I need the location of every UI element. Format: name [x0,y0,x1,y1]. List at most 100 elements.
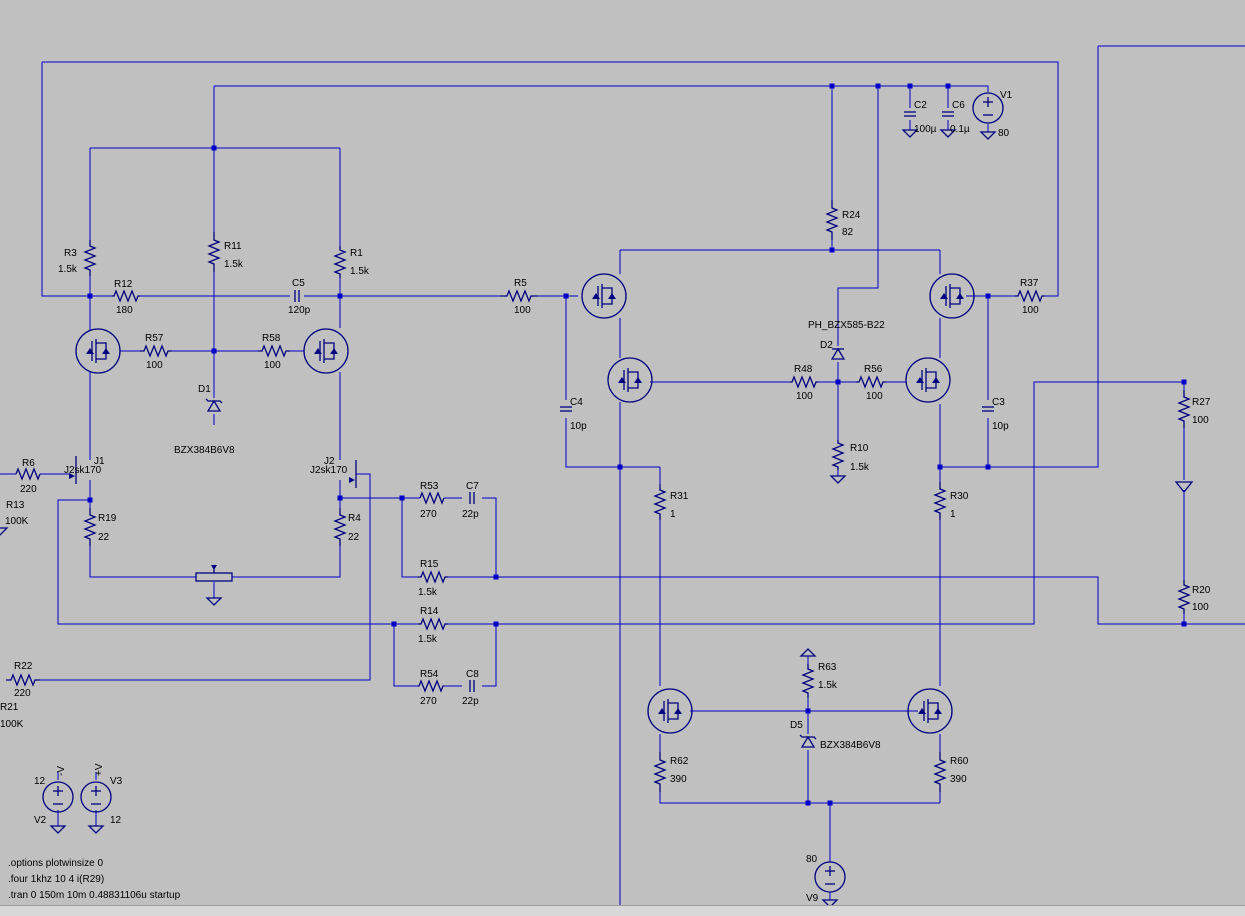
ref-c4: C4 [570,397,583,408]
resistor-r31[interactable] [653,484,667,520]
ref-r62: R62 [670,756,689,767]
labels: R31.5kR111.5kR11.5kR12180C5120pR5100R571… [0,90,1211,904]
mosfet-q-mid-right[interactable] [905,357,951,403]
value-c8: 22p [462,696,479,707]
diode-d2[interactable] [830,347,846,360]
source-sign-plus: +V [94,763,105,776]
value-r53: 270 [420,509,437,520]
wire [89,546,196,578]
junction-dot [829,247,835,253]
value-c5: 120p [288,305,311,316]
jfet-j1[interactable] [69,456,77,484]
capacitor-c6[interactable] [942,111,954,117]
resistor-r6[interactable] [15,467,41,481]
directive-options[interactable]: .options plotwinsize 0 [8,858,103,869]
value-d2: PH_BZX585-B22 [808,320,885,331]
ref-j1: J1 [94,456,105,467]
wire [448,381,1184,625]
ref-r54: R54 [420,669,439,680]
capacitor-c8[interactable] [469,680,475,692]
resistor-r20[interactable] [1177,580,1191,614]
capacitor-c5[interactable] [294,290,300,302]
value-r10: 1.5k [850,462,870,473]
capacitor-c4[interactable] [560,406,572,412]
value-r54: 270 [420,696,437,707]
value-r6: 220 [20,484,37,495]
mosfet-q-bottom-left[interactable] [647,688,693,734]
resistor-r58[interactable] [258,344,290,358]
resistor-r14[interactable] [418,617,448,631]
capacitor-c7[interactable] [469,492,475,504]
ground-symbol [87,825,105,834]
resistor-r54[interactable] [418,679,444,693]
jfet-j2[interactable] [349,460,357,488]
resistor-r4[interactable] [333,508,347,546]
junction-dot [985,293,991,299]
resistor-r1[interactable] [333,246,347,278]
resistor-r15[interactable] [418,570,448,584]
resistor-r30[interactable] [933,482,947,520]
wire [42,61,1059,297]
potentiometer[interactable] [195,565,233,582]
wire [565,418,660,468]
capacitor-c3[interactable] [982,406,994,412]
voltage-source-v2[interactable] [42,781,74,813]
mosfet-q-top-right[interactable] [929,273,975,319]
value-r57: 100 [146,360,163,371]
directive-four[interactable]: .four 1khz 10 4 i(R29) [8,874,104,885]
mosfet-left-upper[interactable] [75,328,121,374]
voltage-source-v1[interactable] [972,92,1004,124]
directive-tran[interactable]: .tran 0 150m 10m 0.48831106u startup [8,890,181,901]
value-r62: 390 [670,774,687,785]
value-c7: 22p [462,509,479,520]
voltage-source-v3[interactable] [80,781,112,813]
junction-dot [945,83,951,89]
resistor-r12[interactable] [112,289,140,303]
resistor-r37[interactable] [1015,289,1045,303]
wire [837,86,879,346]
capacitor-c2[interactable] [904,111,916,117]
resistor-r19[interactable] [83,508,97,546]
ref-r58: R58 [262,333,281,344]
mosfet-q-bottom-right[interactable] [907,688,953,734]
resistor-r53[interactable] [419,491,445,505]
junction-dot [1181,621,1187,627]
value-c3: 10p [992,421,1009,432]
voltage-source-v9[interactable] [814,861,846,893]
resistor-r63[interactable] [801,664,815,698]
resistor-r62[interactable] [653,752,667,792]
resistor-r27[interactable] [1177,390,1191,428]
ref-r31: R31 [670,491,689,502]
wire [482,624,497,687]
junction-dot [563,293,569,299]
value-v2: 12 [34,776,46,787]
value-r21: 100K [0,719,24,730]
resistor-r10[interactable] [831,440,845,470]
mosfet-q-top-left[interactable] [581,273,627,319]
junction-dot [1181,379,1187,385]
resistor-r48[interactable] [790,375,818,389]
value-r58: 100 [264,360,281,371]
zener-diode-d5[interactable] [799,734,817,748]
spice-directives: .options plotwinsize 0 .four 1khz 10 4 i… [8,858,181,901]
zener-diode-d1[interactable] [205,398,223,412]
junction-dot [337,293,343,299]
resistor-r11[interactable] [207,232,221,272]
resistor-r5[interactable] [500,289,538,303]
wire [988,46,1099,468]
ref-r6: R6 [22,458,35,469]
value-r14: 1.5k [418,634,438,645]
resistor-r57[interactable] [140,344,172,358]
wire [482,497,497,577]
value-r4: 22 [348,532,360,543]
resistor-r24[interactable] [825,200,839,240]
ref-r10: R10 [850,443,869,454]
mosfet-right-upper[interactable] [303,328,349,374]
value-r19: 22 [98,532,110,543]
mosfet-q-mid-left[interactable] [607,357,653,403]
resistor-r56[interactable] [856,375,886,389]
resistor-r60[interactable] [933,752,947,792]
resistor-r22[interactable] [6,673,40,687]
resistor-r3[interactable] [83,240,97,276]
